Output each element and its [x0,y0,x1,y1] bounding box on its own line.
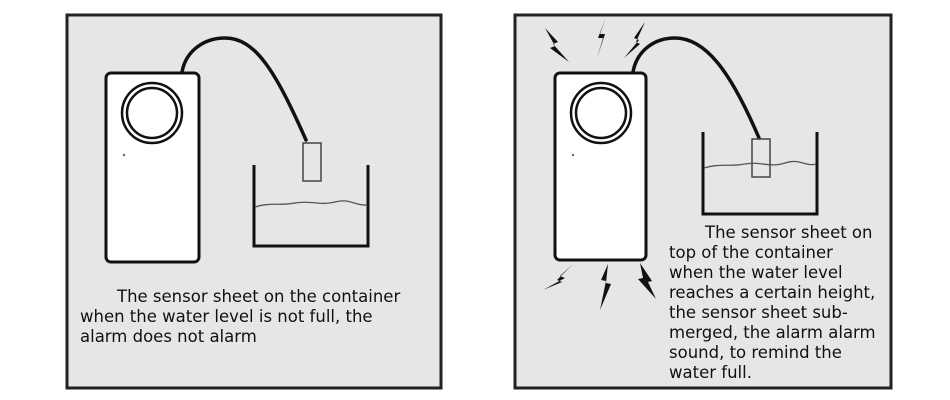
speaker-icon [120,81,184,145]
speaker-inner-ring [574,86,628,140]
alarm-lightning-icons [543,17,656,310]
alarm-device [104,71,201,264]
sensor-cable [180,36,308,142]
alarm-device [553,71,648,262]
water-container [701,132,819,216]
indicator-dot [571,153,575,157]
speaker-inner-ring [125,86,179,140]
caption-text: The sensor sheet on top of the container… [669,223,881,382]
water-level-line [703,160,817,169]
panel-full-alarm: The sensor sheet on top of the container… [513,13,893,390]
speaker-icon [569,81,633,145]
sensor-cable [631,36,761,140]
water-level-line [254,200,368,208]
lightning-icon [624,22,645,58]
sensor-sheet [751,138,771,178]
lightning-icon [600,264,611,310]
lightning-icon [638,263,656,299]
water-container [252,165,370,248]
sensor-sheet [302,142,322,182]
panel-not-full: The sensor sheet on the container when t… [65,13,443,390]
lightning-icon [545,28,569,62]
caption-text: The sensor sheet on the container when t… [80,287,405,346]
lightning-icon [597,17,606,58]
indicator-dot [122,153,126,157]
